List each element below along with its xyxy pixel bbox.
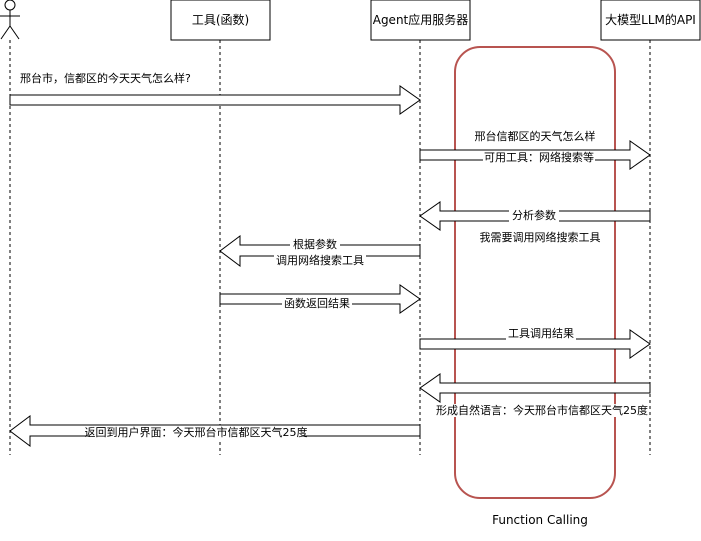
message-call-tool-line1: 根据参数 bbox=[293, 237, 337, 251]
arrow-llm-to-agent-final bbox=[419, 373, 651, 403]
message-user-query: 邢台市，信都区的今天天气怎么样? bbox=[20, 71, 191, 85]
participant-agent: Agent应用服务器 bbox=[370, 0, 471, 41]
message-return-to-user: 返回到用户界面：今天邢台市信都区天气25度 bbox=[85, 425, 308, 439]
message-tool-result: 函数返回结果 bbox=[284, 297, 350, 310]
participant-tool: 工具(函数) bbox=[170, 0, 271, 41]
message-llm-reply-line2: 我需要调用网络搜索工具 bbox=[480, 230, 601, 244]
participant-llm: 大模型LLM的API bbox=[600, 0, 701, 41]
participant-agent-label: Agent应用服务器 bbox=[373, 12, 469, 27]
arrow-user-to-agent bbox=[9, 85, 421, 115]
message-call-tool-line2: 调用网络搜索工具 bbox=[276, 253, 364, 267]
participant-llm-label: 大模型LLM的API bbox=[605, 12, 696, 27]
arrow-agent-to-llm-result bbox=[419, 329, 651, 359]
message-tool-call-result: 工具调用结果 bbox=[508, 327, 574, 340]
user-actor-icon bbox=[0, 0, 20, 40]
message-to-llm-line2: 可用工具：网络搜索等 bbox=[484, 150, 594, 164]
function-calling-highlight bbox=[454, 46, 616, 499]
participant-tool-label: 工具(函数) bbox=[192, 12, 249, 27]
message-natural-language: 形成自然语言：今天邢台市信都区天气25度 bbox=[436, 403, 648, 417]
message-llm-reply-line1: 分析参数 bbox=[512, 208, 556, 222]
function-calling-label: Function Calling bbox=[492, 513, 588, 527]
message-to-llm-line1: 邢台信都区的天气怎么样 bbox=[475, 129, 596, 143]
